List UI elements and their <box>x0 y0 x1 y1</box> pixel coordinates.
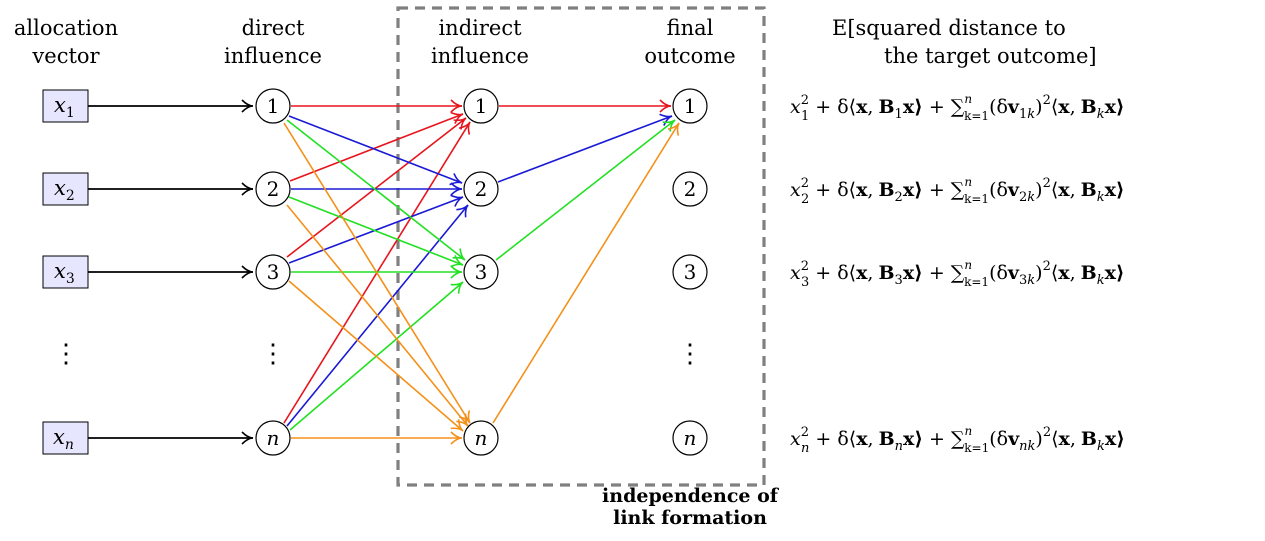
direct-influence-nodes: 1 2 3 n <box>255 88 291 456</box>
edge-blue-indirect2-final1 <box>497 113 673 183</box>
edge-orange-2-n <box>286 204 469 427</box>
allocation-base-1: x <box>54 93 66 117</box>
allocation-vector: x1 x2 x3 xn <box>42 89 89 455</box>
header-allocation-vector: allocation vector <box>14 16 118 68</box>
header-direct-line1: direct <box>242 16 305 40</box>
direct-node-2: 2 <box>255 171 291 207</box>
allocation-sub-1: 1 <box>66 105 75 121</box>
svg-text:x2: x2 <box>54 176 75 204</box>
edge-green-1-3 <box>286 119 466 261</box>
allocation-base-2: x <box>54 176 66 200</box>
direct-node-n: n <box>255 420 291 456</box>
svg-text:1: 1 <box>267 94 280 118</box>
direct-node-1: 1 <box>255 88 291 124</box>
allocation-base-3: x <box>54 259 66 283</box>
independence-dashed-box <box>396 6 766 487</box>
svg-text:1: 1 <box>475 94 488 118</box>
header-expectation: E[squared distance to the target outcome… <box>832 16 1097 68</box>
header-indirect-influence: indirect influence <box>431 16 529 68</box>
direct-node-3: 3 <box>255 254 291 290</box>
final-ellipsis: ⋮ <box>677 339 703 369</box>
indirect-influence-nodes: 1 2 3 n <box>463 88 499 456</box>
allocation-box-2: x2 <box>42 172 89 206</box>
indirect-node-n: n <box>463 420 499 456</box>
header-indirect-line2: influence <box>431 44 529 68</box>
indirect-node-3: 3 <box>463 254 499 290</box>
box-label-line2: link formation <box>613 507 767 529</box>
direct-ellipsis: ⋮ <box>260 339 286 369</box>
edges-direct-to-indirect <box>283 99 471 445</box>
allocation-sub-2: 2 <box>66 188 75 204</box>
final-outcome-nodes: 1 2 3 n <box>672 88 708 456</box>
svg-text:n: n <box>475 426 488 450</box>
final-node-3: 3 <box>672 254 708 290</box>
allocation-sub-n: n <box>65 437 74 453</box>
svg-text:n: n <box>267 426 280 450</box>
final-node-n: n <box>672 420 708 456</box>
indirect-node-1: 1 <box>463 88 499 124</box>
allocation-ellipsis: ⋮ <box>53 339 79 369</box>
edge-orange-indirectn-final1 <box>492 122 680 424</box>
allocation-box-3: x3 <box>42 255 89 289</box>
edge-orange-1-n <box>283 122 471 424</box>
edge-red-3-1 <box>286 117 467 258</box>
svg-text:xn: xn <box>53 425 74 453</box>
allocation-box-1: x1 <box>42 89 89 123</box>
edge-blue-1-2 <box>288 115 463 186</box>
edges-allocation-to-direct <box>88 99 254 445</box>
allocation-box-n: xn <box>42 421 89 455</box>
header-final-line1: final <box>667 16 714 40</box>
edge-green-2-3 <box>288 196 464 268</box>
header-indirect-line1: indirect <box>438 16 522 40</box>
final-node-1: 1 <box>672 88 708 124</box>
header-direct-influence: direct influence <box>224 16 322 68</box>
header-expectation-line2: the target outcome] <box>884 44 1097 68</box>
box-label-line1: independence of <box>602 485 780 507</box>
svg-text:1: 1 <box>684 94 697 118</box>
svg-text:2: 2 <box>267 177 280 201</box>
box-label: independence of link formation <box>602 485 780 529</box>
header-expectation-line1: E[squared distance to <box>832 16 1066 40</box>
header-allocation-line2: vector <box>31 44 100 68</box>
svg-text:2: 2 <box>475 177 488 201</box>
edge-red-2-1 <box>289 111 464 182</box>
svg-text:n: n <box>684 426 697 450</box>
edges-indirect-to-final <box>492 99 680 424</box>
allocation-sub-3: 3 <box>66 271 75 287</box>
header-final-line2: outcome <box>644 44 735 68</box>
allocation-base-n: x <box>53 425 65 449</box>
svg-text:x3: x3 <box>54 259 75 287</box>
edge-blue-3-2 <box>288 194 464 264</box>
svg-text:2: 2 <box>684 177 697 201</box>
header-final-outcome: final outcome <box>644 16 735 68</box>
svg-text:x1: x1 <box>54 93 75 121</box>
indirect-node-2: 2 <box>463 171 499 207</box>
svg-text:3: 3 <box>267 260 280 284</box>
edge-orange-3-n <box>288 280 464 432</box>
final-node-2: 2 <box>672 171 708 207</box>
header-direct-line2: influence <box>224 44 322 68</box>
edge-green-indirect3-final1 <box>495 119 676 261</box>
svg-text:3: 3 <box>684 260 697 284</box>
svg-text:3: 3 <box>475 260 488 284</box>
header-allocation-line1: allocation <box>14 16 118 40</box>
